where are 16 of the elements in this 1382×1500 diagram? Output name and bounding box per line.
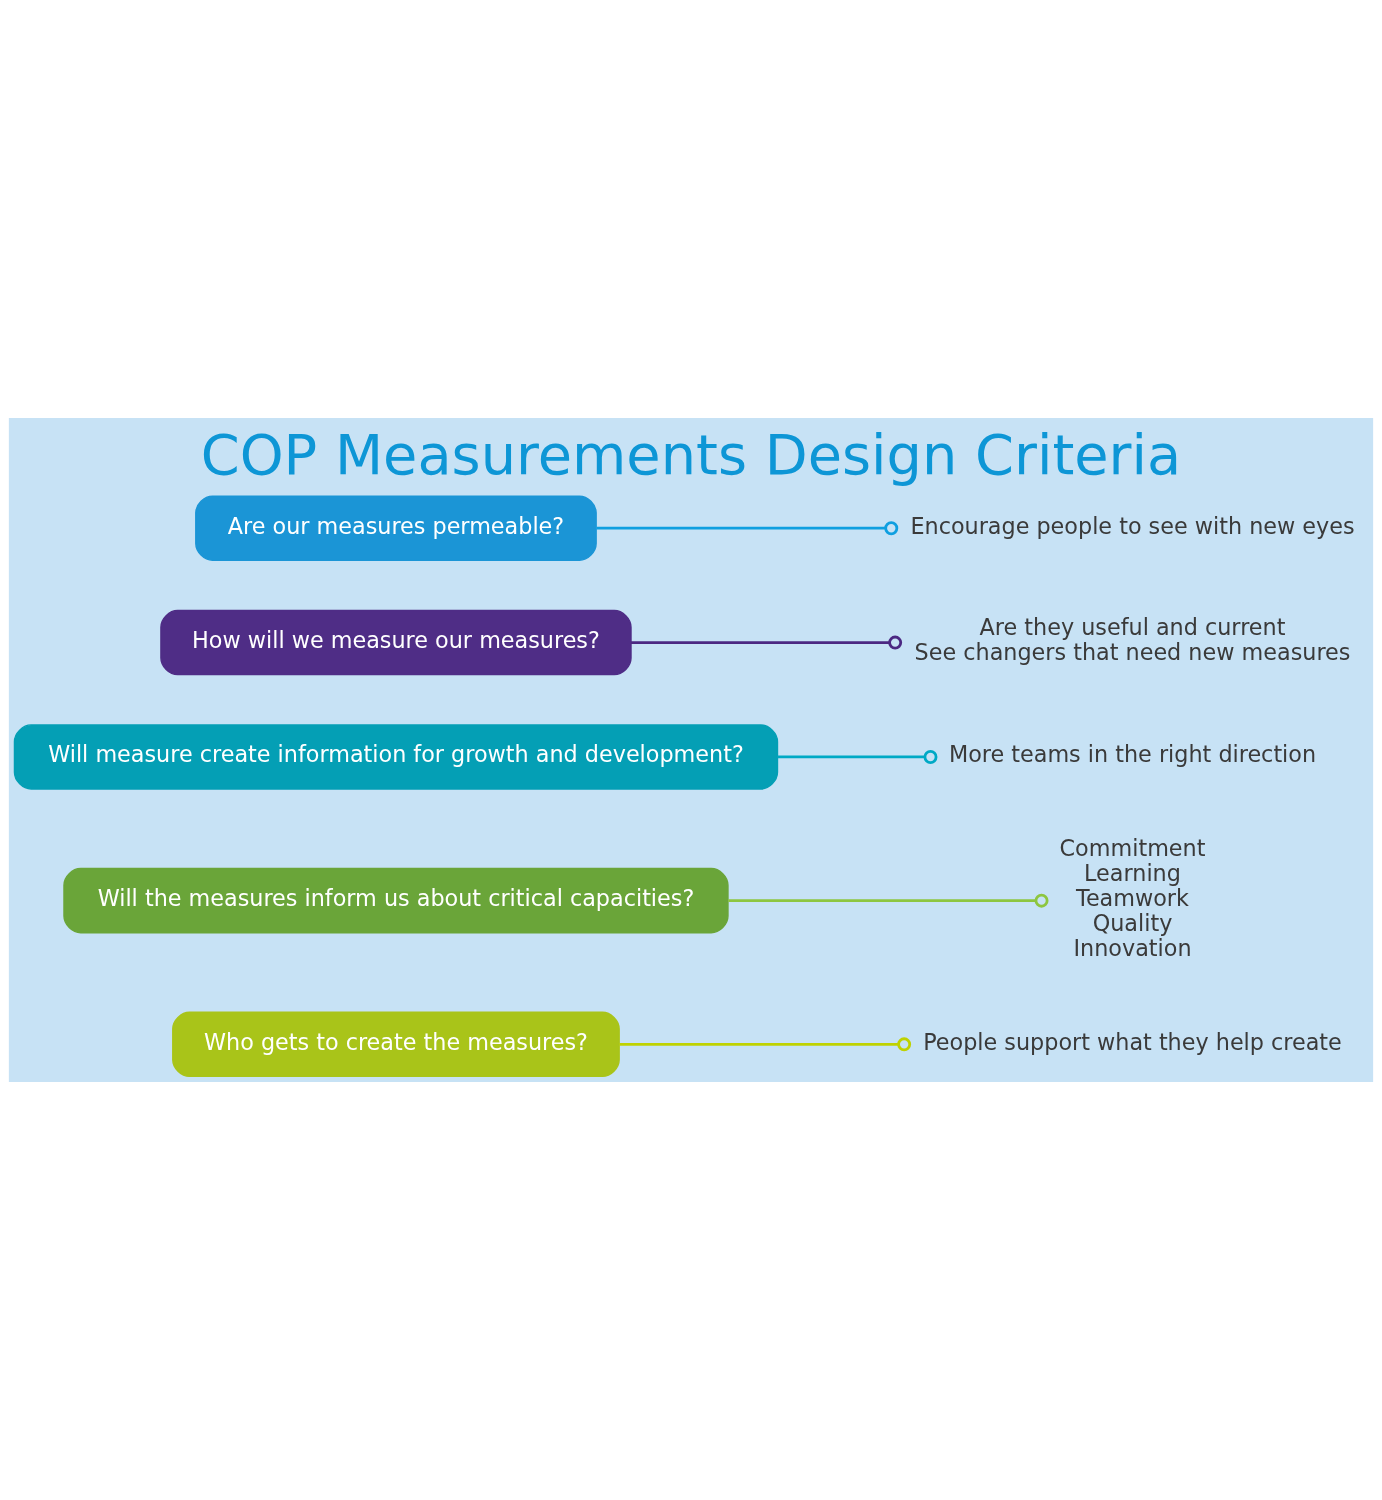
node-text: Encourage people to see with new eyes [910, 512, 1355, 539]
node-text: Are they useful and current See changers that need new measures [914, 614, 1351, 666]
node-text: People support what they help create [923, 1028, 1342, 1055]
diagram-title: COP Measurements Design Criteria [200, 421, 1182, 487]
node-box: Will measure create information for growth and development? [13, 724, 779, 790]
connector [619, 1037, 912, 1052]
node-text: More teams in the right direction [948, 741, 1317, 768]
node-box: How will we measure our measures? [160, 609, 632, 676]
node-box: Are our measures permeable? [195, 495, 597, 561]
connector [728, 893, 1049, 908]
connector [631, 635, 903, 650]
node-box: Will the measures inform us about critical capacities? [63, 867, 729, 934]
connector [596, 521, 899, 536]
connector [777, 750, 938, 764]
node-text: Commitment Learning Teamwork Quality Innovation [1059, 834, 1206, 962]
node-box: Who gets to create the measures? [172, 1011, 620, 1078]
